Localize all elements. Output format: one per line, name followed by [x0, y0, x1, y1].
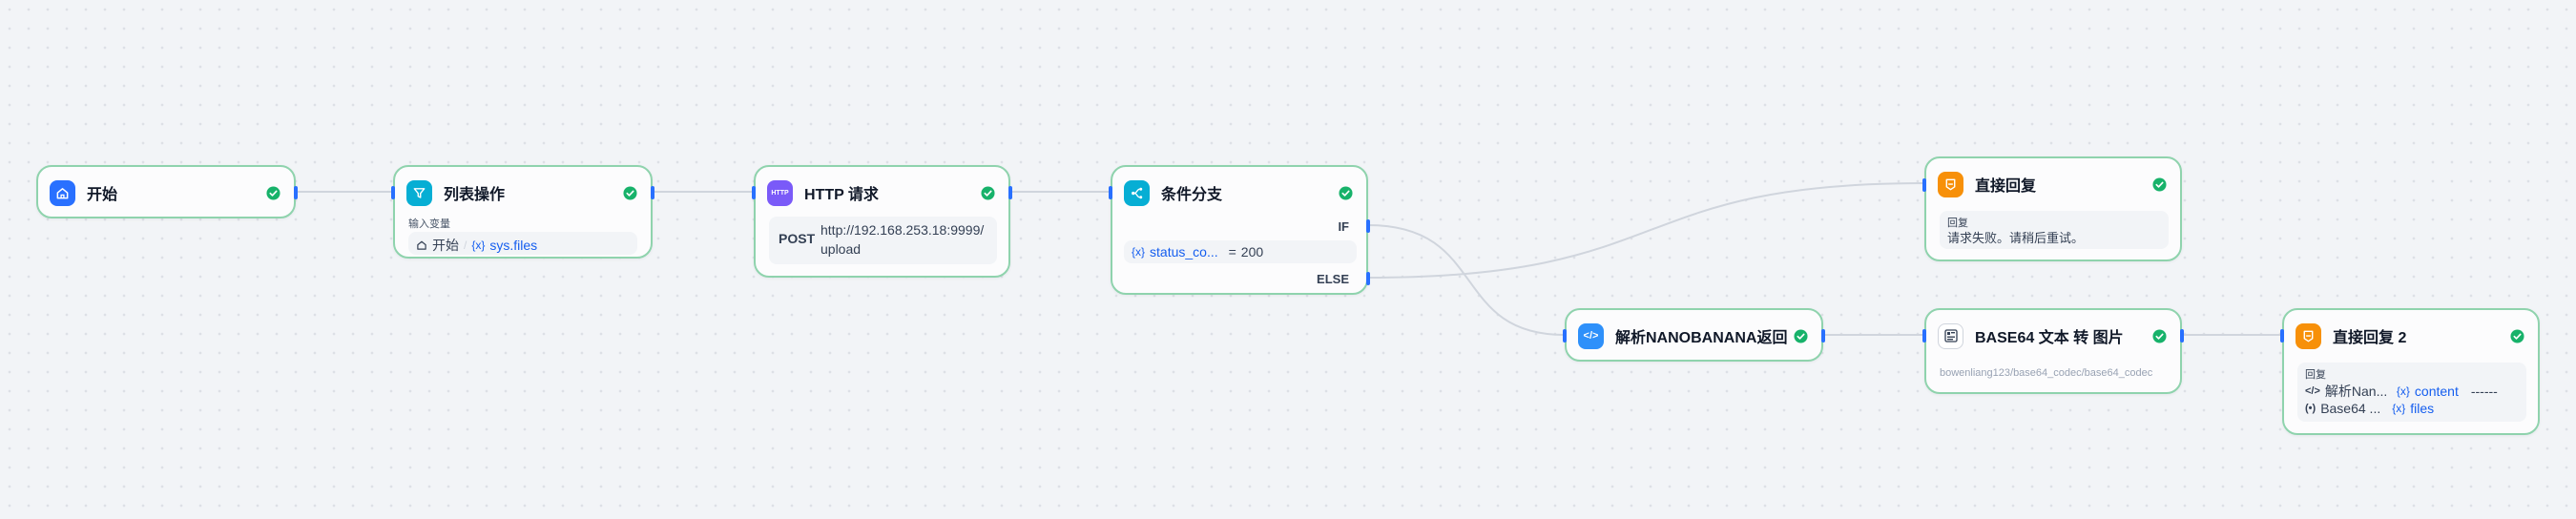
- variable-icon: {x}: [2392, 402, 2406, 415]
- plugin-path: bowenliang123/base64_codec/base64_codec: [1940, 367, 2153, 379]
- source-node-name: Base64 ...: [2320, 401, 2381, 416]
- reply-text: 请求失败。请稍后重试。: [1947, 231, 2085, 245]
- node-title: 直接回复: [1975, 178, 2037, 195]
- condition-variable: status_co...: [1150, 244, 1218, 260]
- node-if-else[interactable]: 条件分支 IF {x} status_co... = 200 ELSE: [1109, 165, 1370, 295]
- code-icon: </>: [2305, 385, 2320, 397]
- node-header: BASE64 文本 转 图片: [1938, 322, 2167, 350]
- node-header: 条件分支: [1124, 178, 1353, 207]
- node-title: 直接回复 2: [2333, 330, 2407, 346]
- node-http-request[interactable]: HTTP HTTP 请求 POST http://192.168.253.18:…: [752, 165, 1012, 278]
- variable-name: sys.files: [489, 238, 538, 253]
- variable-icon: {x}: [2396, 384, 2410, 398]
- success-check-icon: [2510, 328, 2524, 343]
- node-title: 列表操作: [444, 187, 506, 203]
- node-answer-2[interactable]: 直接回复 2 回复 </> 解析Nan... {x} content -----…: [2280, 308, 2540, 435]
- reply-row-1: </> 解析Nan... {x} content ------: [2305, 382, 2498, 401]
- node-title: HTTP 请求: [804, 187, 879, 203]
- node-title: 条件分支: [1161, 187, 1223, 203]
- edge-else-answer: [1367, 182, 1925, 279]
- condition-box[interactable]: {x} status_co... = 200: [1124, 240, 1357, 263]
- else-label: ELSE: [1317, 272, 1349, 286]
- node-title: BASE64 文本 转 图片: [1975, 330, 2124, 346]
- tool-icon: (•): [2305, 403, 2316, 414]
- answer-icon: [2296, 322, 2321, 349]
- home-icon: [417, 240, 426, 250]
- source-node-name: 开始: [432, 238, 459, 253]
- reply-box[interactable]: 回复 请求失败。请稍后重试。: [1940, 211, 2169, 249]
- image-icon: [1938, 322, 1963, 349]
- else-output-port[interactable]: [1366, 272, 1370, 285]
- node-header: 直接回复: [1938, 170, 2167, 198]
- edge-if-code: [1367, 224, 1566, 336]
- node-header: 列表操作: [406, 178, 637, 207]
- http-url-line2: upload: [821, 241, 862, 257]
- condition-operator: =: [1228, 244, 1236, 260]
- input-variable-box[interactable]: 开始 / {x} sys.files: [408, 232, 637, 255]
- input-variable-label: 输入变量: [408, 218, 450, 230]
- input-port[interactable]: [391, 186, 395, 199]
- branch-icon: [1124, 179, 1150, 206]
- node-base64-tool[interactable]: BASE64 文本 转 图片 bowenliang123/base64_code…: [1922, 308, 2184, 394]
- reply-row-suffix: ------: [2470, 384, 2498, 399]
- success-check-icon: [2152, 176, 2167, 192]
- code-icon: </>: [1578, 322, 1604, 349]
- output-port[interactable]: [1821, 329, 1825, 343]
- condition-value: 200: [1240, 244, 1264, 260]
- answer-icon: [1938, 171, 1963, 197]
- separator-slash: /: [464, 239, 467, 252]
- success-check-icon: [266, 185, 280, 200]
- success-check-icon: [623, 185, 637, 200]
- input-port[interactable]: [1109, 186, 1112, 199]
- input-port[interactable]: [1922, 178, 1926, 192]
- output-port[interactable]: [2180, 329, 2184, 343]
- http-url-line1: http://192.168.253.18:9999/: [821, 222, 985, 238]
- node-header: HTTP HTTP 请求: [767, 178, 995, 207]
- node-header: 直接回复 2: [2296, 322, 2524, 350]
- if-output-port[interactable]: [1366, 219, 1370, 233]
- input-port[interactable]: [2280, 329, 2284, 343]
- node-list-operation[interactable]: 列表操作 输入变量 开始 / {x} sys.files: [391, 165, 654, 259]
- http-method: POST: [779, 231, 816, 246]
- variable-name: content: [2414, 384, 2459, 399]
- variable-icon: {x}: [471, 239, 486, 252]
- variable-icon: {x}: [1132, 245, 1146, 259]
- node-answer[interactable]: 直接回复 回复 请求失败。请稍后重试。: [1922, 156, 2182, 261]
- output-port[interactable]: [651, 186, 654, 199]
- node-title: 开始: [87, 187, 118, 203]
- success-check-icon: [2152, 328, 2167, 343]
- success-check-icon: [1339, 185, 1353, 200]
- reply-label: 回复: [1947, 218, 1968, 229]
- output-port[interactable]: [294, 186, 298, 199]
- input-port[interactable]: [752, 186, 756, 199]
- source-node-name: 解析Nan...: [2324, 384, 2388, 399]
- node-start[interactable]: 开始: [36, 165, 298, 218]
- success-check-icon: [1794, 328, 1808, 343]
- node-code[interactable]: </> 解析NANOBANANA返回: [1563, 308, 1825, 362]
- filter-icon: [406, 179, 432, 206]
- reply-row-2: (•) Base64 ... {x} files: [2305, 401, 2434, 416]
- output-port[interactable]: [1008, 186, 1012, 199]
- success-check-icon: [981, 185, 995, 200]
- home-icon: [50, 179, 75, 206]
- http-icon: HTTP: [767, 179, 793, 206]
- if-label: IF: [1338, 219, 1349, 234]
- node-header: 开始: [50, 178, 280, 207]
- input-port[interactable]: [1563, 329, 1567, 343]
- node-title: 解析NANOBANANA返回: [1615, 330, 1788, 346]
- variable-name: files: [2410, 401, 2435, 416]
- reply-box[interactable]: 回复 </> 解析Nan... {x} content ------ (•) B…: [2297, 363, 2526, 422]
- node-header: </> 解析NANOBANANA返回: [1578, 322, 1808, 350]
- http-request-box[interactable]: POST http://192.168.253.18:9999/ upload: [769, 217, 997, 264]
- input-port[interactable]: [1922, 329, 1926, 343]
- reply-label: 回复: [2305, 369, 2326, 381]
